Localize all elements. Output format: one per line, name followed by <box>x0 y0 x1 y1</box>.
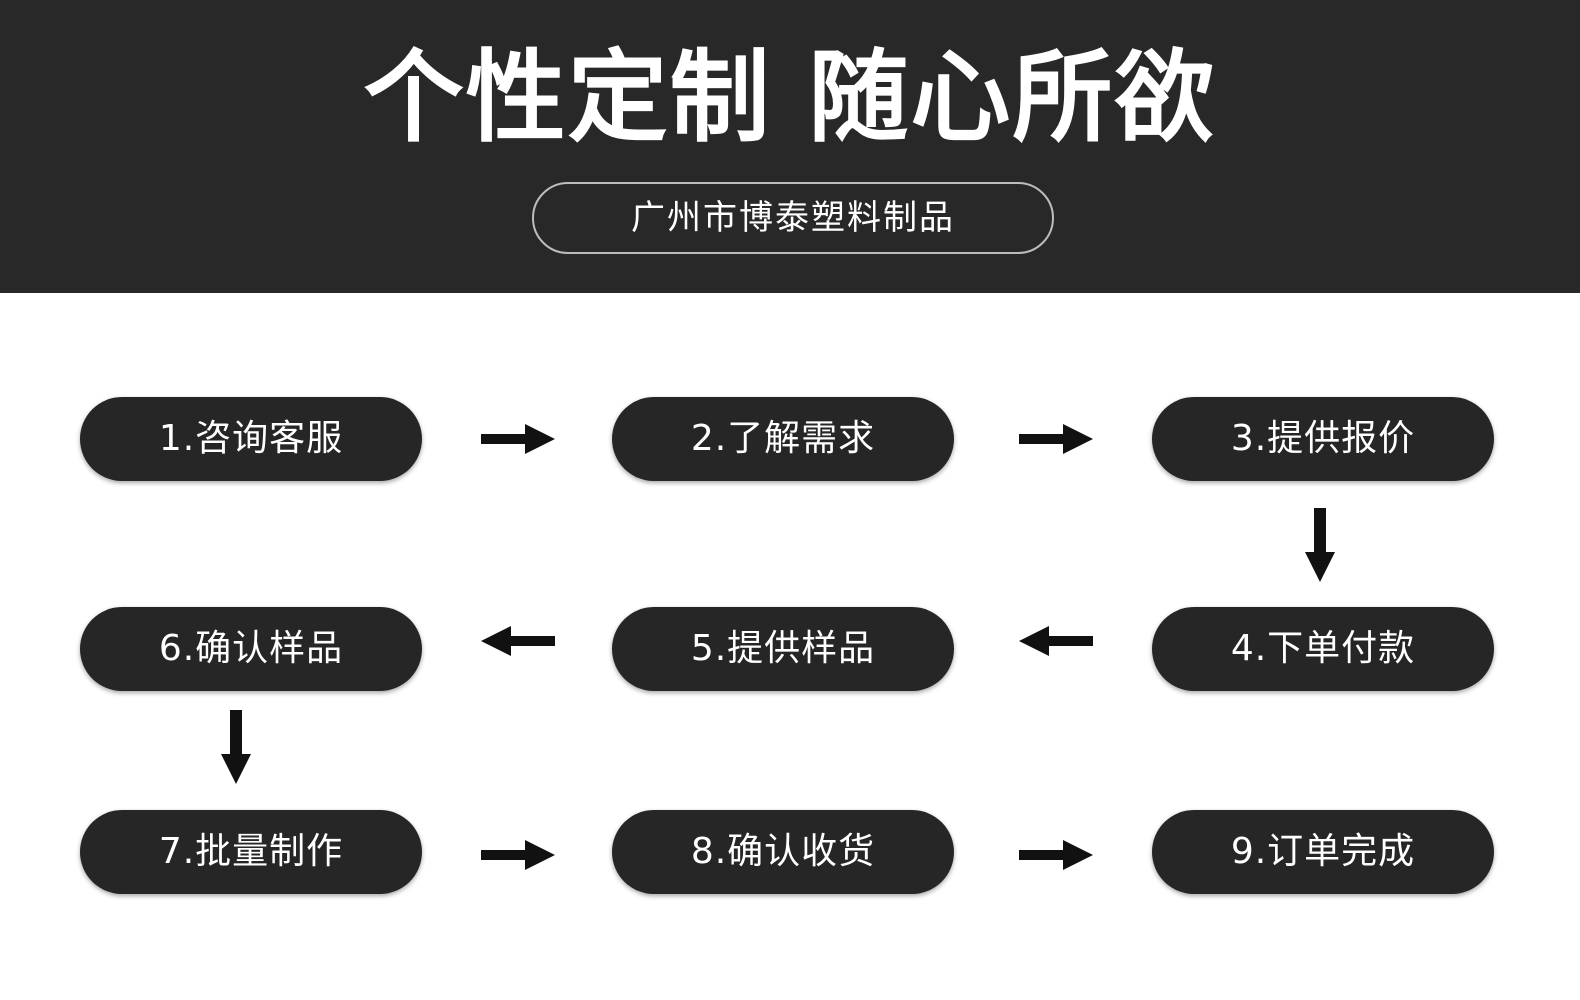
step-5-provide-sample: 5.提供样品 <box>612 607 954 691</box>
step-label: 1.咨询客服 <box>158 418 344 459</box>
step-label: 3.提供报价 <box>1230 418 1416 459</box>
step-label: 6.确认样品 <box>158 628 344 669</box>
step-1-consult-service: 1.咨询客服 <box>80 397 422 481</box>
arrow-down-icon <box>1305 508 1335 582</box>
step-label: 7.批量制作 <box>158 831 344 872</box>
arrow-right-icon <box>1019 424 1093 454</box>
header-banner: 个性定制 随心所欲 广州市博泰塑料制品 <box>0 0 1580 293</box>
page-title: 个性定制 随心所欲 <box>363 39 1217 156</box>
arrow-down-icon <box>221 710 251 784</box>
arrow-right-icon <box>481 424 555 454</box>
arrow-right-icon <box>1019 840 1093 870</box>
step-label: 2.了解需求 <box>690 418 876 459</box>
step-7-batch-production: 7.批量制作 <box>80 810 422 894</box>
step-label: 4.下单付款 <box>1230 628 1416 669</box>
step-label: 9.订单完成 <box>1230 831 1416 872</box>
arrow-left-icon <box>481 626 555 656</box>
step-9-order-complete: 9.订单完成 <box>1152 810 1494 894</box>
step-2-understand-needs: 2.了解需求 <box>612 397 954 481</box>
step-3-provide-quote: 3.提供报价 <box>1152 397 1494 481</box>
company-name-badge: 广州市博泰塑料制品 <box>532 182 1054 254</box>
step-label: 5.提供样品 <box>690 628 876 669</box>
arrow-left-icon <box>1019 626 1093 656</box>
step-6-confirm-sample: 6.确认样品 <box>80 607 422 691</box>
step-8-confirm-receipt: 8.确认收货 <box>612 810 954 894</box>
arrow-right-icon <box>481 840 555 870</box>
company-name: 广州市博泰塑料制品 <box>631 198 955 238</box>
step-label: 8.确认收货 <box>690 831 876 872</box>
step-4-order-payment: 4.下单付款 <box>1152 607 1494 691</box>
